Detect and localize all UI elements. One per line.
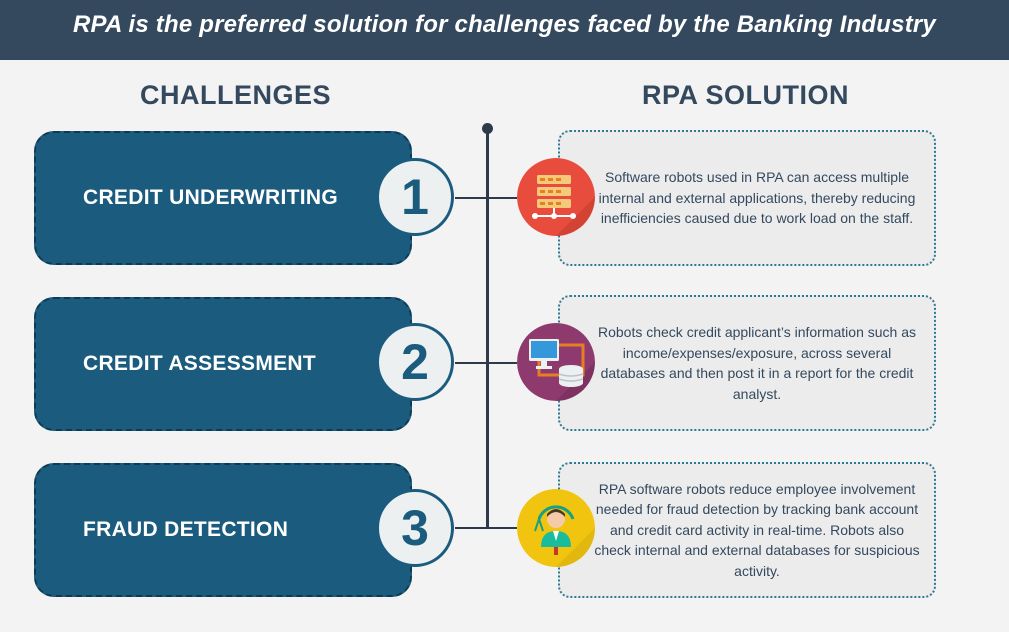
solution-card-1: Software robots used in RPA can access m… (558, 130, 936, 266)
challenge-label: FRAUD DETECTION (83, 518, 289, 541)
challenge-card-credit-assessment: CREDIT ASSESSMENT (34, 297, 412, 431)
solution-text: RPA software robots reduce employee invo… (594, 480, 920, 579)
solution-card-2: Robots check credit applicant’s informat… (558, 295, 936, 431)
header-banner: RPA is the preferred solution for challe… (0, 0, 1009, 60)
challenge-label: CREDIT UNDERWRITING (83, 186, 338, 209)
challenge-card-credit-underwriting: CREDIT UNDERWRITING (34, 131, 412, 265)
rpa-solution-heading: RPA SOLUTION (642, 80, 849, 110)
solution-text: Software robots used in RPA can access m… (598, 169, 916, 227)
fraud-analyst-icon (517, 489, 595, 567)
row-1-connector (455, 197, 517, 199)
number-badge-3: 3 (376, 489, 454, 567)
page-title: RPA is the preferred solution for challe… (73, 11, 936, 38)
solution-card-3: RPA software robots reduce employee invo… (558, 462, 936, 598)
solution-text: Robots check credit applicant’s informat… (597, 324, 916, 402)
timeline-spine (486, 128, 489, 528)
monitor-database-icon (517, 323, 595, 401)
row-2-connector (455, 362, 517, 364)
challenges-heading: CHALLENGES (140, 80, 332, 110)
number-badge-2: 2 (376, 323, 454, 401)
number-badge-1: 1 (376, 158, 454, 236)
server-network-icon (517, 158, 595, 236)
challenge-card-fraud-detection: FRAUD DETECTION (34, 463, 412, 597)
timeline-top-dot (482, 123, 493, 134)
challenge-label: CREDIT ASSESSMENT (83, 352, 317, 375)
row-3-connector (455, 527, 517, 529)
